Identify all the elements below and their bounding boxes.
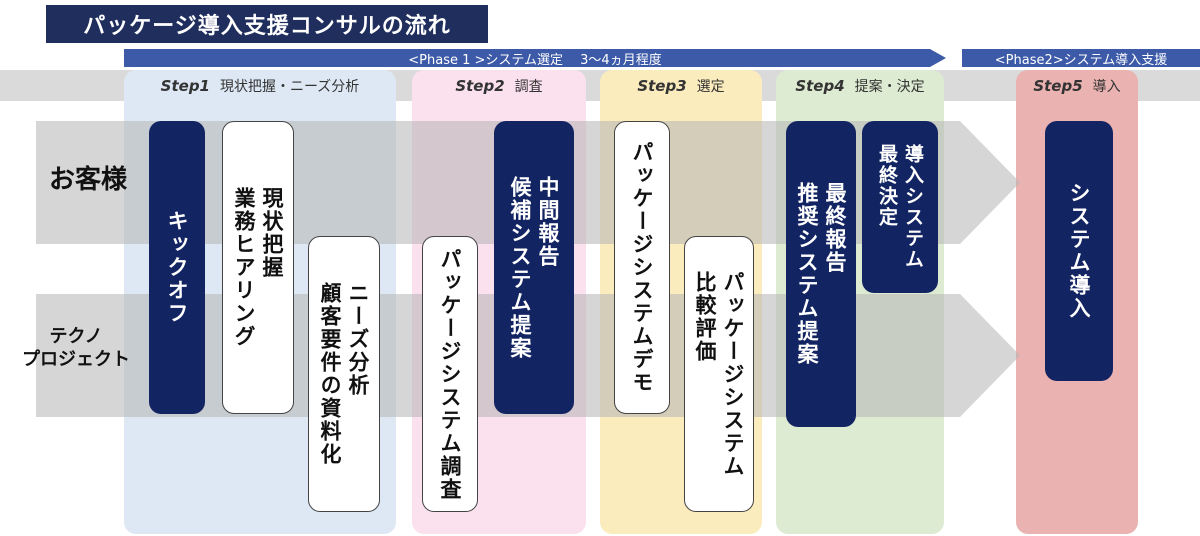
step4-name: 提案・決定 — [854, 79, 925, 95]
step3-name: 選定 — [696, 79, 725, 95]
decide-line2: 最終決定 — [876, 144, 898, 228]
customer-row-label: お客様 — [48, 165, 127, 195]
step5-name: 導入 — [1092, 79, 1121, 95]
package-demo-text: パッケージシステムデモ — [630, 141, 654, 394]
compare-line2: 比較評価 — [693, 270, 717, 363]
decide-line1: 導入システム — [902, 144, 924, 270]
interim-report-text: 中間報告候補システム提案 — [506, 176, 562, 360]
techno-label-line2: プロジェクト — [22, 348, 130, 370]
step3-label: Step3 選定 — [600, 75, 762, 97]
techno-label-line1: テクノ — [49, 326, 103, 347]
step1-name: 現状把握・ニーズ分析 — [220, 79, 360, 95]
phase2-banner: <Phase2>システム導入支援 — [962, 49, 1200, 68]
phase1-banner: <Phase 1 >システム選定 3～4ヵ月程度 — [124, 49, 946, 67]
needs-analysis-text: ニーズ分析顧客要件の資料化 — [316, 282, 372, 466]
step2-name: 調査 — [514, 79, 543, 95]
package-survey-box: パッケージシステム調査 — [422, 236, 478, 512]
step5-number: Step5 — [1033, 77, 1083, 95]
step1-label: Step1 現状把握・ニーズ分析 — [124, 75, 396, 97]
system-install-box: システム導入 — [1045, 121, 1113, 381]
step1-number: Step1 — [160, 77, 210, 95]
compare-line1: パッケージシステム — [721, 270, 745, 478]
diagram-title: パッケージ導入支援コンサルの流れ — [46, 5, 488, 43]
final-decision-box: 導入システム最終決定 — [862, 121, 938, 293]
step4-label: Step4 提案・決定 — [776, 75, 944, 97]
needs-line2: 顧客要件の資料化 — [318, 282, 342, 466]
final-line1: 最終報告 — [823, 182, 847, 274]
final-line2: 推奨システム提案 — [795, 182, 819, 366]
interim-report-box: 中間報告候補システム提案 — [494, 121, 574, 414]
kickoff-text: キックオフ — [165, 210, 189, 325]
interim-line2: 候補システム提案 — [508, 175, 532, 360]
kickoff-box: キックオフ — [149, 121, 205, 414]
interim-line1: 中間報告 — [536, 175, 560, 268]
step5-label: Step5 導入 — [1016, 75, 1138, 97]
hearing-line1: 現状把握 — [260, 187, 284, 279]
step2-number: Step2 — [455, 77, 505, 95]
final-decision-text: 導入システム最終決定 — [874, 144, 926, 270]
needs-line1: ニーズ分析 — [346, 282, 370, 397]
step3-number: Step3 — [637, 77, 687, 95]
package-demo-box: パッケージシステムデモ — [614, 121, 670, 414]
system-install-text: システム導入 — [1067, 182, 1091, 320]
package-survey-text: パッケージシステム調査 — [438, 247, 462, 501]
needs-analysis-box: ニーズ分析顧客要件の資料化 — [308, 236, 380, 512]
hearing-line2: 業務ヒアリング — [232, 187, 256, 348]
final-report-box: 最終報告推奨システム提案 — [786, 121, 856, 427]
comparison-box: パッケージシステム比較評価 — [684, 236, 754, 512]
hearing-box: 現状把握業務ヒアリング — [222, 121, 294, 414]
step2-label: Step2 調査 — [412, 75, 586, 97]
step4-number: Step4 — [795, 77, 845, 95]
techno-row-label: テクノ プロジェクト — [6, 326, 146, 371]
final-report-text: 最終報告推奨システム提案 — [793, 182, 849, 366]
comparison-text: パッケージシステム比較評価 — [691, 271, 747, 478]
hearing-text: 現状把握業務ヒアリング — [230, 187, 286, 348]
